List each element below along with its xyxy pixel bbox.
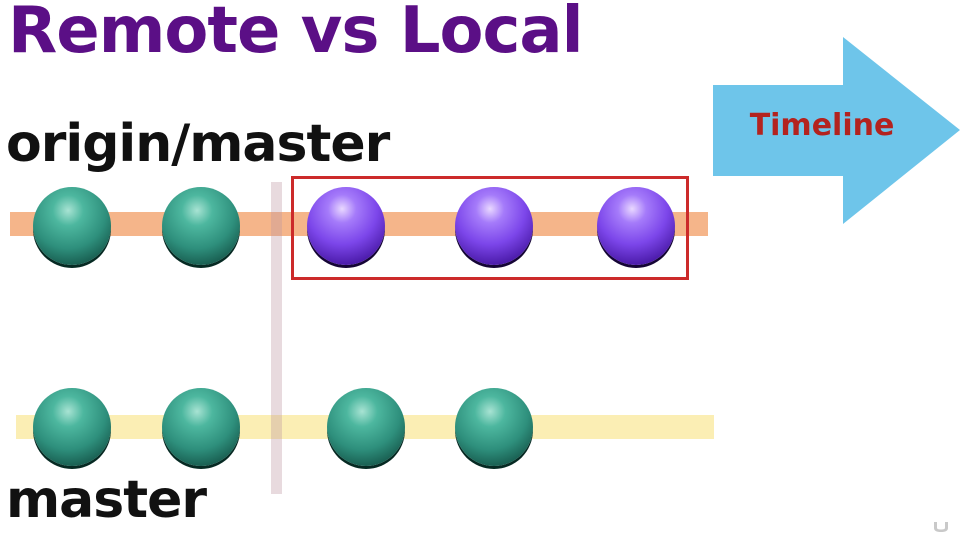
slide-title: Remote vs Local xyxy=(8,0,584,68)
remote-commit-new-1 xyxy=(307,187,385,265)
local-branch-label: master xyxy=(6,470,207,530)
remote-commit-new-2 xyxy=(455,187,533,265)
remote-branch-label: origin/master xyxy=(6,114,390,174)
local-commit-shared-2 xyxy=(162,388,240,466)
local-commit-new-2 xyxy=(455,388,533,466)
udemy-logo-icon xyxy=(934,522,948,532)
sync-point-divider xyxy=(271,182,282,494)
local-commit-shared-1 xyxy=(33,388,111,466)
remote-commit-shared-2 xyxy=(162,187,240,265)
remote-commit-new-3 xyxy=(597,187,675,265)
timeline-label: Timeline xyxy=(749,108,895,143)
local-commit-new-1 xyxy=(327,388,405,466)
arrow-right-icon xyxy=(713,37,960,224)
remote-commit-shared-1 xyxy=(33,187,111,265)
new-remote-commits-highlight xyxy=(291,176,689,280)
